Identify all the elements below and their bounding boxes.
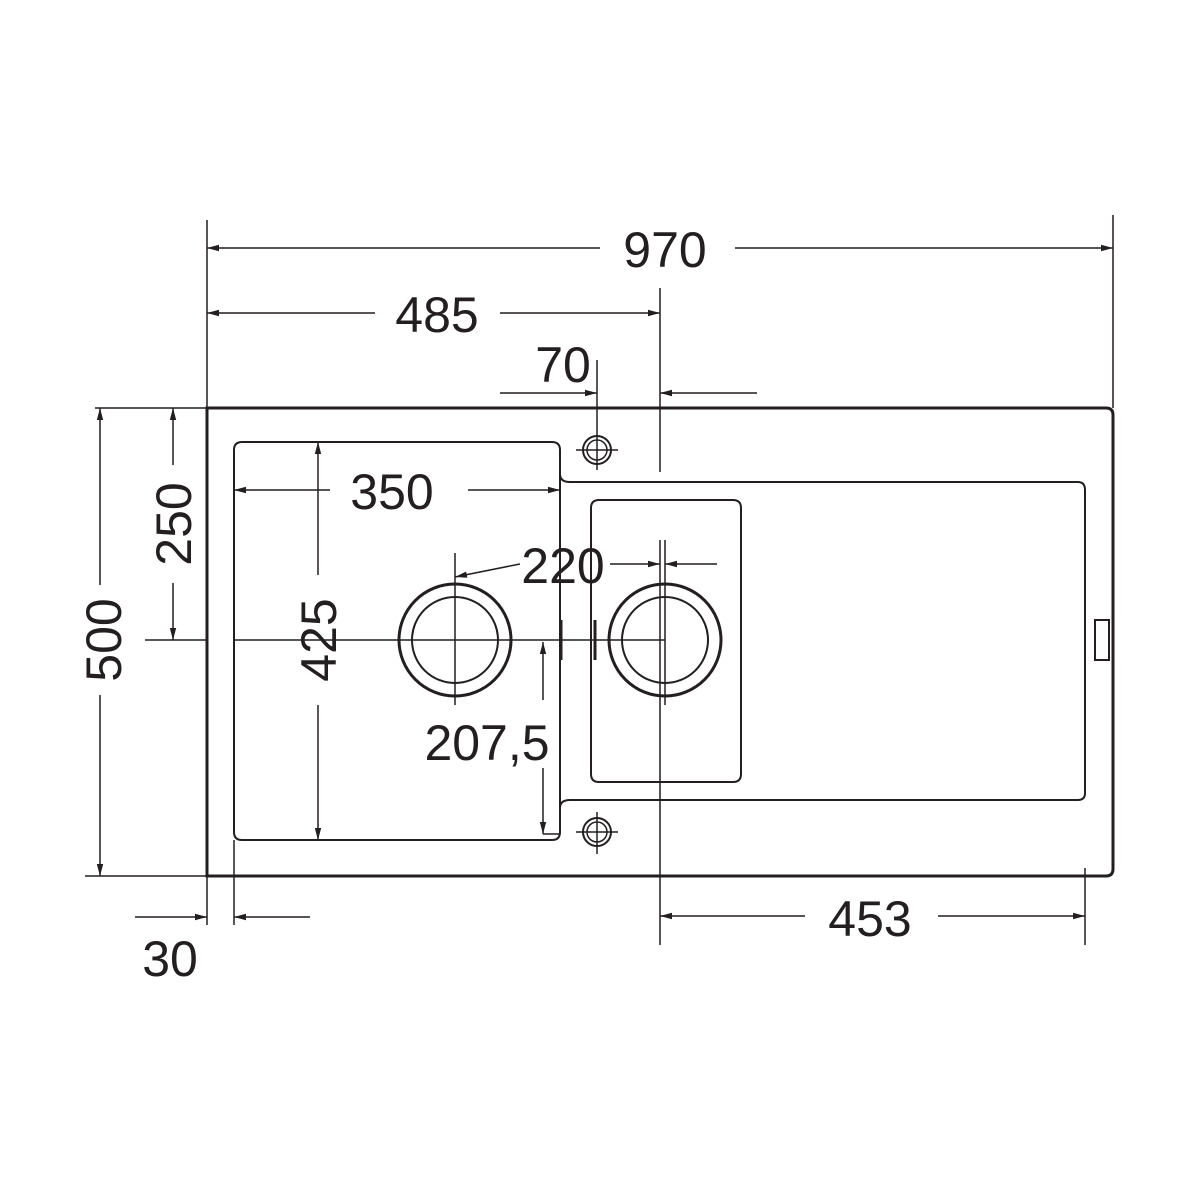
sink-outline [85,406,1115,878]
dim-220: 220 [521,538,604,594]
tap-hole-top [576,360,618,470]
drainer-area [559,473,1086,809]
main-bowl [233,441,561,841]
drain-left [397,553,513,705]
dim-30: 30 [142,931,198,987]
dim-425: 425 [291,598,347,681]
dim-70: 70 [535,337,591,393]
overflow-slot [1094,619,1110,661]
dim-453: 453 [828,891,911,947]
small-bowl [590,499,742,783]
dim-250: 250 [146,482,202,565]
dim-350: 350 [350,464,433,520]
dim-970: 970 [623,222,706,278]
tap-hole-bottom [576,812,618,854]
dim-500: 500 [76,598,132,681]
dim-485: 485 [395,287,478,343]
dim-207-5: 207,5 [424,715,549,771]
